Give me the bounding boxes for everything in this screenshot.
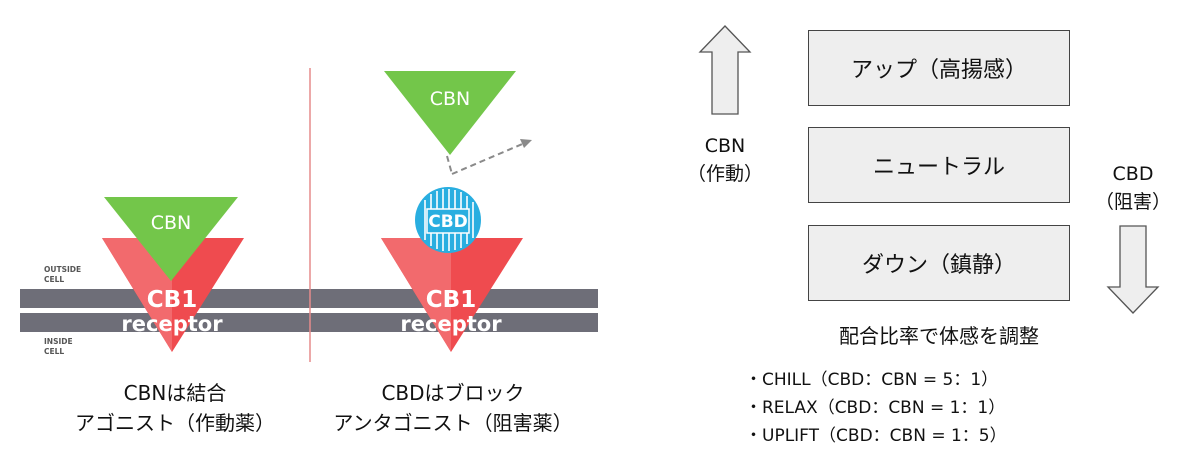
deflection-arrow xyxy=(446,141,528,175)
cbn-triangle-agonist-label: CBN xyxy=(151,212,192,234)
ratio-list: ・CHILL（CBD：CBN = 5：1） ・RELAX（CBD：CBN = 1… xyxy=(745,366,1007,450)
agonist-caption: CBNは結合 アゴニスト（作動薬） xyxy=(40,378,310,438)
up-arrow-icon xyxy=(698,25,752,115)
down-side-label: CBD （阻害） xyxy=(1088,160,1178,216)
down-side-label-line2: （阻害） xyxy=(1094,191,1171,213)
outside-cell-label-1: OUTSIDE xyxy=(44,265,81,274)
cbn-triangle-agonist xyxy=(104,197,238,281)
cbn-triangle-repelled-label: CBN xyxy=(430,88,471,110)
cbd-blocker-label: CBD xyxy=(428,212,468,232)
antagonist-caption-line2: アンタゴニスト（阻害薬） xyxy=(333,411,573,435)
cb1-receptor-antagonist xyxy=(381,238,523,352)
cbd-blocker-circle xyxy=(415,187,481,253)
down-arrow-icon xyxy=(1106,225,1160,314)
state-box-up: アップ（高揚感） xyxy=(808,30,1070,106)
agonist-caption-line1: CBNは結合 xyxy=(123,381,227,405)
agonist-caption-line2: アゴニスト（作動薬） xyxy=(75,411,275,435)
up-side-label-line2: （作動） xyxy=(686,163,763,185)
membrane-upper-band xyxy=(20,289,598,308)
inside-cell-label-2: CELL xyxy=(44,347,64,356)
cb1-agonist-label: CB1 xyxy=(147,287,197,313)
antagonist-caption: CBDはブロック アンタゴニスト（阻害薬） xyxy=(318,378,588,438)
cb1-receptor-agonist xyxy=(102,238,244,352)
ratio-item-relax: ・RELAX（CBD：CBN = 1：1） xyxy=(745,398,1006,418)
membrane-lower-band xyxy=(20,313,598,332)
state-box-down: ダウン（鎮静） xyxy=(808,225,1070,301)
state-box-neutral: ニュートラル xyxy=(808,127,1070,203)
down-side-label-line1: CBD xyxy=(1112,163,1154,185)
outside-cell-label-2: CELL xyxy=(44,275,64,284)
ratio-item-uplift: ・UPLIFT（CBD：CBN = 1：5） xyxy=(745,426,1007,446)
up-side-label: CBN （作動） xyxy=(680,132,770,188)
antagonist-caption-line1: CBDはブロック xyxy=(381,381,525,405)
inside-cell-label-1: INSIDE xyxy=(44,337,73,346)
cb1-antagonist-label: CB1 xyxy=(426,287,476,313)
receptor-antagonist-label: receptor xyxy=(400,312,502,336)
up-side-label-line1: CBN xyxy=(704,135,746,157)
cbn-triangle-repelled xyxy=(384,71,516,155)
ratio-item-chill: ・CHILL（CBD：CBN = 5：1） xyxy=(745,370,999,390)
receptor-agonist-label: receptor xyxy=(121,312,223,336)
deflection-arrowhead xyxy=(520,139,532,148)
ratio-title: 配合比率で体感を調整 xyxy=(839,324,1039,348)
